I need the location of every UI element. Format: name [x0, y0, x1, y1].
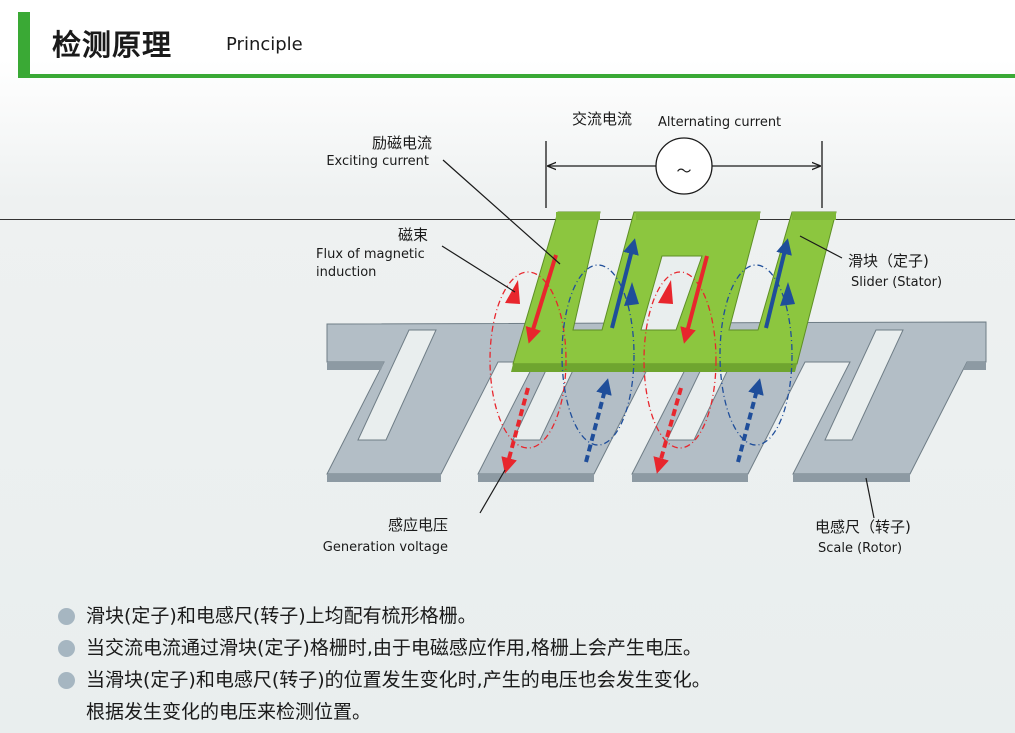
slider-stator [511, 211, 837, 372]
label-voltage-cn: 感应电压 [388, 516, 448, 534]
label-slider-en: Slider (Stator) [851, 275, 942, 290]
bullet-text: 当滑块(定子)和电感尺(转子)的位置发生变化时,产生的电压也会发生变化。 [86, 669, 711, 691]
bullet-text: 当交流电流通过滑块(定子)格栅时,由于电磁感应作用,格栅上会产生电压。 [86, 637, 702, 659]
bullet-text: 滑块(定子)和电感尺(转子)上均配有梳形格栅。 [86, 605, 477, 627]
principle-bullet-list: 滑块(定子)和电感尺(转子)上均配有梳形格栅。 当交流电流通过滑块(定子)格栅时… [56, 600, 996, 728]
header-accent-bar [18, 12, 30, 76]
current-arrows [525, 238, 792, 344]
label-ac-cn: 交流电流 [572, 110, 632, 128]
ac-source-icon [655, 137, 713, 195]
flux-arrowheads [505, 280, 795, 306]
label-scale-en: Scale (Rotor) [818, 541, 902, 556]
bullet-dot-icon [58, 672, 75, 689]
label-scale-cn: 电感尺（转子) [815, 518, 911, 536]
ac-symbol: ～ [676, 162, 691, 180]
label-slider-cn: 滑块（定子) [848, 252, 929, 270]
flux-loops [489, 264, 793, 449]
label-flux-en-1: Flux of magnetic [316, 247, 425, 262]
label-flux-cn: 磁束 [398, 226, 428, 244]
leader-lines [441, 159, 875, 519]
bullet-item: 当交流电流通过滑块(定子)格栅时,由于电磁感应作用,格栅上会产生电压。 [56, 632, 996, 664]
ac-dimension [545, 137, 823, 208]
header-underline [18, 74, 1015, 78]
page-subtitle: Principle [226, 34, 303, 55]
bullet-text-continued: 根据发生变化的电压来检测位置。 [86, 701, 372, 723]
page-title: 检测原理 [52, 28, 173, 62]
principle-diagram: ～ 交流电流 Alternating current 励磁电流 Exciting… [316, 110, 987, 556]
divider-line [0, 219, 1015, 220]
label-ac-en: Alternating current [658, 115, 781, 130]
label-exciting-cn: 励磁电流 [372, 134, 432, 152]
label-exciting-en: Exciting current [326, 154, 429, 169]
bullet-dot-icon [58, 640, 75, 657]
bullet-item: 滑块(定子)和电感尺(转子)上均配有梳形格栅。 [56, 600, 996, 632]
bullet-item: 当滑块(定子)和电感尺(转子)的位置发生变化时,产生的电压也会发生变化。 根据发… [56, 664, 996, 728]
bullet-dot-icon [58, 608, 75, 625]
label-flux-en-2: induction [316, 265, 376, 280]
label-voltage-en: Generation voltage [323, 540, 448, 555]
induced-voltage-arrows [501, 378, 764, 474]
